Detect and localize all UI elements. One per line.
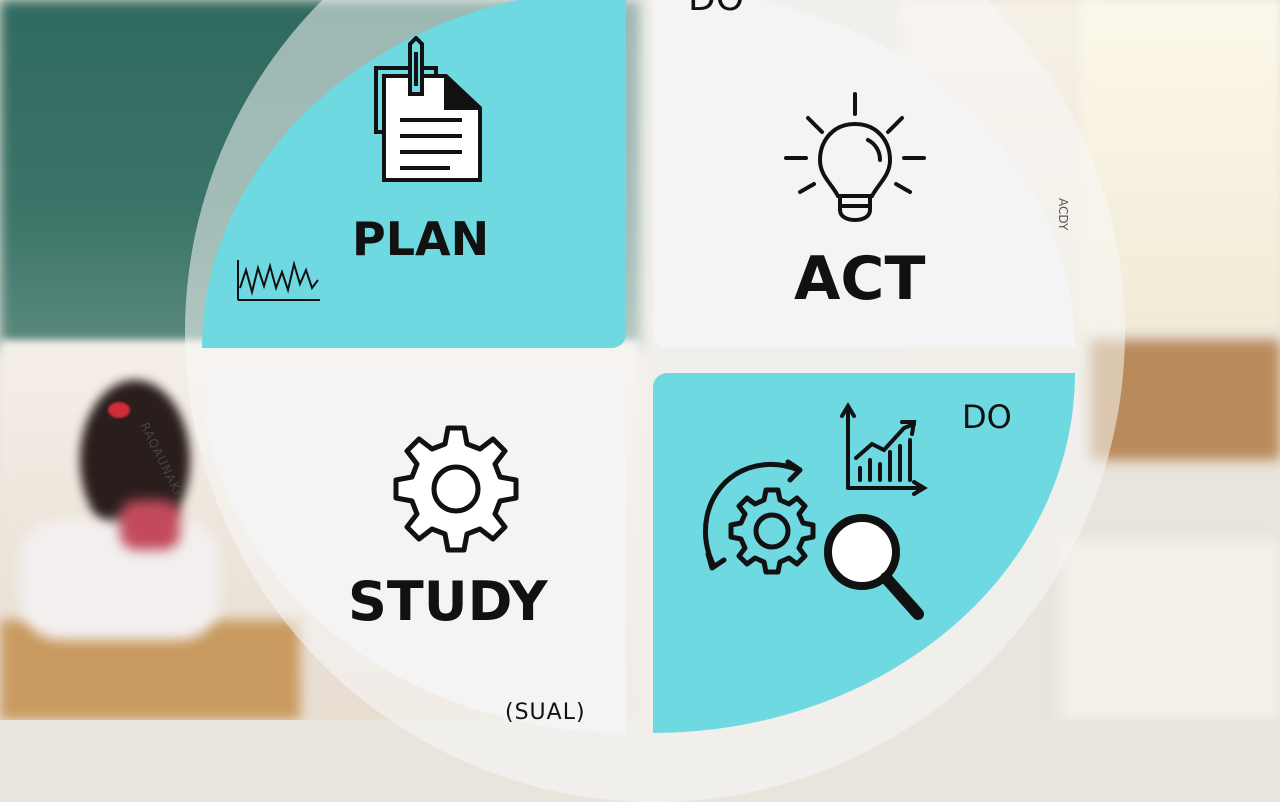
gear-cycle-icon — [702, 459, 816, 575]
document-icon — [374, 36, 482, 182]
pdsa-cycle-diagram: PLAN ACT STUDY DO — [137, 0, 1125, 802]
do-label: DO — [962, 398, 1012, 436]
mini-chart-icon — [237, 260, 320, 301]
act-label: ACT — [794, 244, 926, 314]
gear-icon — [393, 425, 519, 553]
bar-chart-icon — [840, 402, 928, 496]
act-side-fragment: ACDY — [1056, 198, 1070, 231]
do-top-fragment: DO — [688, 0, 744, 19]
magnifier-icon — [824, 514, 924, 620]
plan-label: PLAN — [352, 212, 490, 266]
study-side-fragment: RAQAUNAKI — [137, 420, 186, 498]
study-label: STUDY — [348, 570, 548, 633]
sual-fragment: (SUAL) — [505, 700, 586, 725]
lightbulb-icon — [784, 92, 926, 223]
